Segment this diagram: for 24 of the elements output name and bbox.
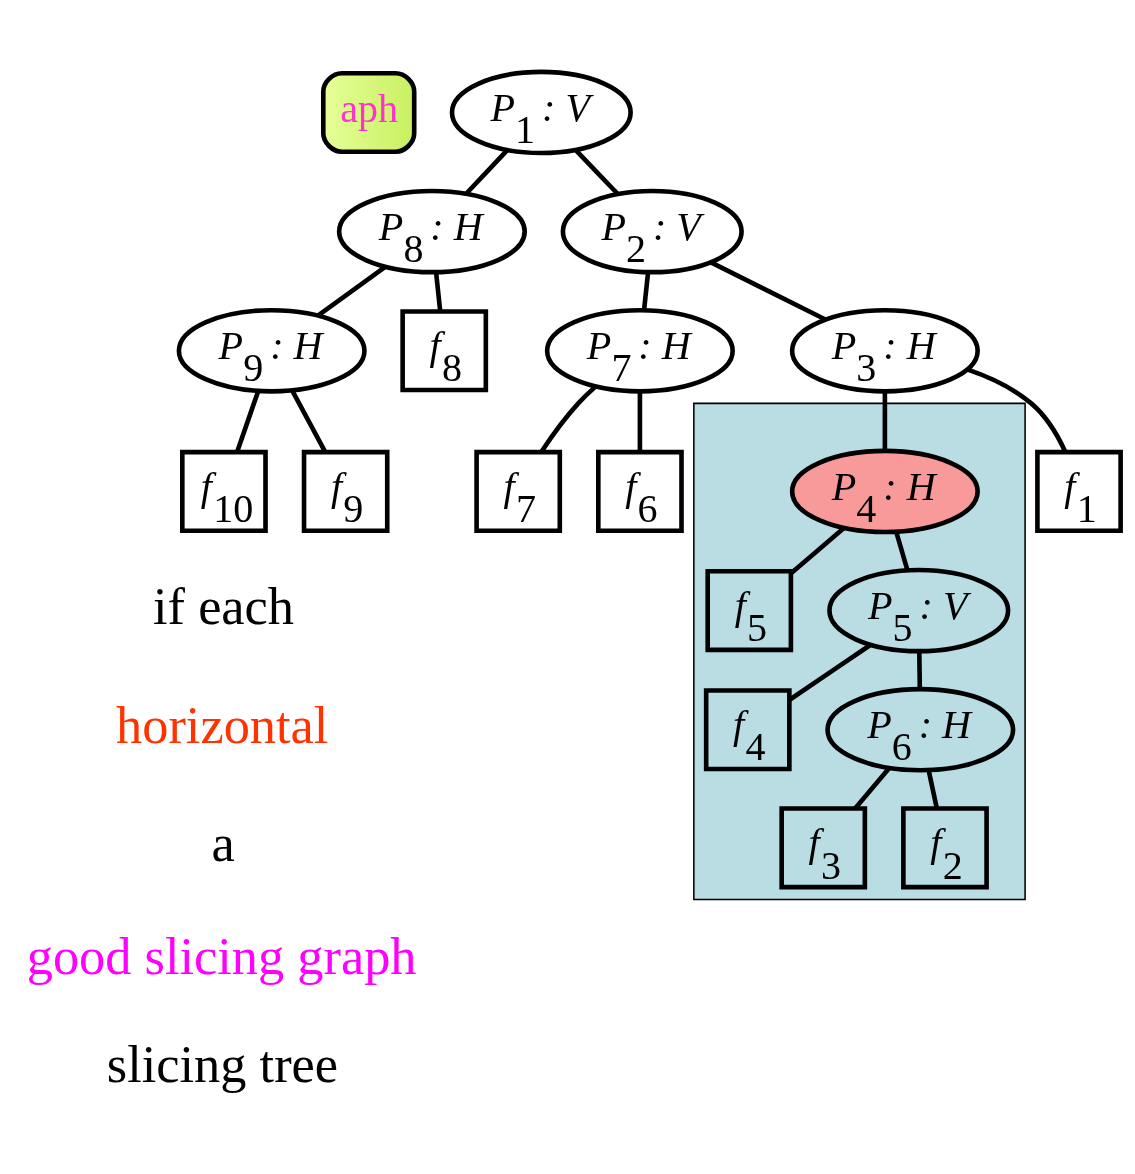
connector bbox=[709, 259, 827, 322]
label: horizontal bbox=[116, 695, 329, 754]
connector bbox=[641, 271, 651, 311]
label: good slicing graph bbox=[26, 926, 417, 985]
connector bbox=[893, 530, 910, 571]
connector bbox=[574, 148, 620, 196]
connector bbox=[637, 390, 643, 452]
connector bbox=[966, 366, 1068, 453]
connector bbox=[539, 384, 598, 453]
label: if each bbox=[153, 576, 295, 635]
label: slicing tree bbox=[106, 1034, 339, 1093]
connector bbox=[464, 148, 509, 196]
connector bbox=[853, 766, 891, 810]
connector bbox=[788, 642, 872, 702]
connector bbox=[926, 769, 940, 809]
connector bbox=[917, 650, 923, 689]
connector bbox=[316, 264, 387, 318]
connector bbox=[290, 389, 328, 453]
connector bbox=[882, 390, 888, 451]
connector bbox=[433, 271, 443, 311]
connector bbox=[235, 390, 261, 452]
cluster bbox=[693, 402, 1026, 900]
node-box: aph bbox=[321, 70, 417, 154]
label: a bbox=[211, 813, 235, 872]
